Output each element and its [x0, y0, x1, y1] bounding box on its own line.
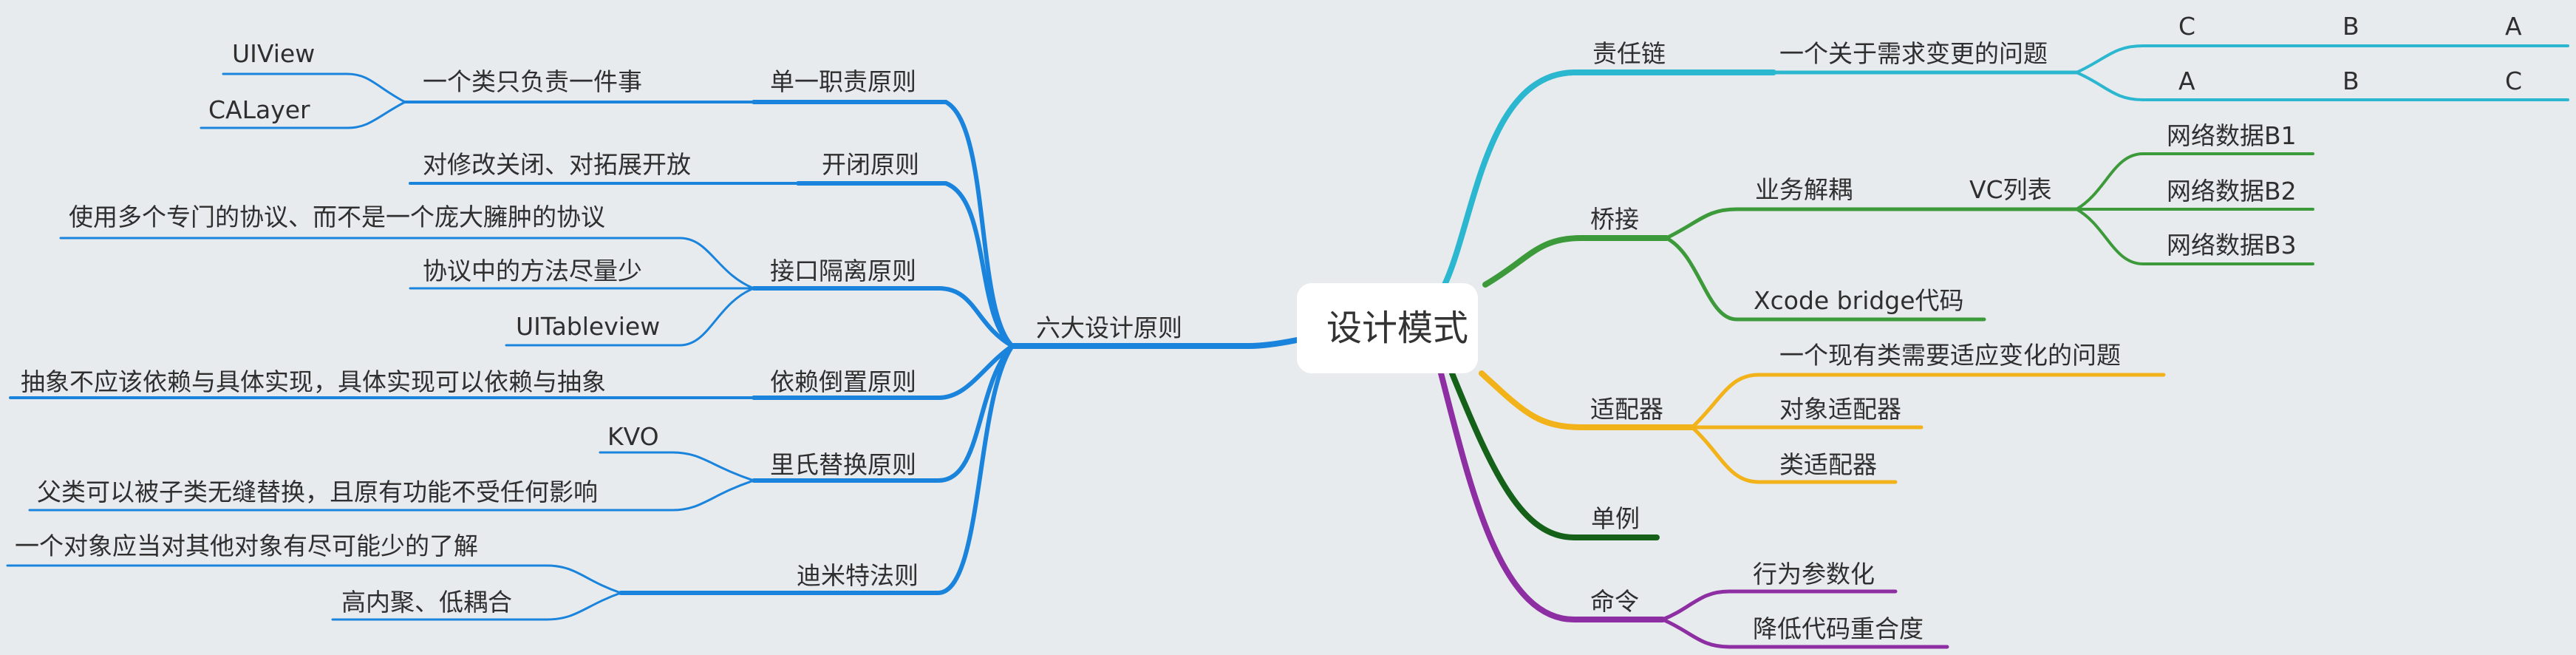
- node-calayer[interactable]: CALayer: [208, 95, 310, 124]
- branch-adapter: 适配器 一个现有类需要适应变化的问题 对象适配器 类适配器: [1479, 341, 2166, 484]
- node-command-dedupe[interactable]: 降低代码重合度: [1753, 614, 1924, 643]
- node-desc-open-closed[interactable]: 对修改关闭、对拓展开放: [423, 150, 691, 179]
- node-bridge-data-1[interactable]: 网络数据B1: [2167, 121, 2297, 150]
- node-desc-single[interactable]: 一个类只负责一件事: [423, 67, 642, 96]
- edge-to-adapter-class: [1690, 425, 1898, 484]
- edge-to-demeter-item-2: [331, 591, 622, 621]
- root-label: 设计模式: [1326, 308, 1468, 349]
- node-desc-dependency[interactable]: 抽象不应该依赖与具体实现，具体实现可以依赖与抽象: [21, 367, 606, 396]
- node-chain-row-2-a[interactable]: A: [2178, 67, 2195, 95]
- node-liskov[interactable]: 里氏替换原则: [770, 450, 916, 479]
- edge-to-adapter-problem: [1690, 373, 2166, 430]
- edge-to-uiview: [222, 72, 406, 103]
- node-command[interactable]: 命令: [1590, 587, 1639, 616]
- edge-root-to-adapter: [1479, 370, 1695, 430]
- node-bridge-xcode[interactable]: Xcode bridge代码: [1754, 286, 1964, 315]
- node-bridge-vc[interactable]: VC列表: [1969, 175, 2052, 204]
- node-bridge-data-3[interactable]: 网络数据B3: [2167, 231, 2297, 259]
- node-dependency-inversion[interactable]: 依赖倒置原则: [770, 367, 916, 396]
- node-chain-row-2-c[interactable]: C: [2505, 67, 2522, 95]
- edge-to-demeter-item-1: [6, 564, 622, 594]
- branch-six-principles: 六大设计原则 单一职责原则 一个类只负责一件事 UIView CALayer 开…: [6, 39, 1300, 621]
- node-bridge-decouple[interactable]: 业务解耦: [1755, 175, 1853, 204]
- edge-to-calayer: [200, 101, 406, 129]
- node-kvo[interactable]: KVO: [607, 422, 659, 451]
- node-demeter-item-1[interactable]: 一个对象应当对其他对象有尽可能少的了解: [15, 532, 478, 560]
- node-isp-item-1[interactable]: 使用多个专门的协议、而不是一个庞大臃肿的协议: [69, 203, 605, 231]
- branch-chain-of-responsibility: 责任链 一个关于需求变更的问题 C B A A B C: [1442, 12, 2569, 288]
- node-open-closed[interactable]: 开闭原则: [822, 150, 919, 179]
- edge-to-interface-segregation: [752, 286, 1015, 348]
- edge-to-liskov: [752, 344, 1015, 483]
- edge-to-single-responsibility: [752, 100, 1015, 348]
- edge-to-demeter: [619, 344, 1015, 595]
- node-demeter[interactable]: 迪米特法则: [797, 561, 919, 590]
- node-command-param[interactable]: 行为参数化: [1753, 560, 1875, 588]
- node-chain[interactable]: 责任链: [1592, 39, 1666, 68]
- node-bridge-data-2[interactable]: 网络数据B2: [2167, 177, 2297, 206]
- node-six-principles[interactable]: 六大设计原则: [1036, 313, 1182, 342]
- edge-to-bridge-data-1: [2075, 152, 2314, 211]
- node-chain-row-1-b[interactable]: B: [2342, 12, 2359, 41]
- node-adapter-problem[interactable]: 一个现有类需要适应变化的问题: [1779, 341, 2121, 370]
- node-interface-segregation[interactable]: 接口隔离原则: [770, 257, 916, 285]
- edge-root-to-principles: [1009, 337, 1300, 349]
- node-chain-problem[interactable]: 一个关于需求变更的问题: [1779, 39, 2048, 68]
- node-adapter-class[interactable]: 类适配器: [1779, 450, 1877, 479]
- node-isp-item-2[interactable]: 协议中的方法尽量少: [423, 257, 642, 285]
- edge-root-to-command: [1438, 370, 1666, 622]
- edge-root-to-singleton: [1449, 370, 1660, 540]
- root-box: [1297, 283, 1478, 373]
- branch-singleton: 单例: [1449, 370, 1660, 540]
- node-chain-row-2-b[interactable]: B: [2342, 67, 2359, 95]
- branch-bridge: 桥接 业务解耦 VC列表 网络数据B1 网络数据B2 网络数据B3 Xcode …: [1482, 121, 2314, 322]
- edge-to-bridge-data-3: [2075, 208, 2314, 265]
- node-uiview[interactable]: UIView: [232, 39, 315, 68]
- root-node[interactable]: 设计模式: [1297, 283, 1478, 373]
- node-bridge[interactable]: 桥接: [1590, 205, 1639, 234]
- node-singleton[interactable]: 单例: [1591, 504, 1640, 533]
- edge-root-to-chain: [1442, 69, 1776, 288]
- edge-to-liskov-desc: [28, 479, 755, 512]
- edge-to-chain-row-1: [2075, 44, 2569, 74]
- edge-to-command-dedupe: [1660, 617, 1949, 649]
- edge-to-command-param: [1660, 589, 1898, 622]
- edge-to-chain-row-2: [2075, 71, 2569, 101]
- node-liskov-desc[interactable]: 父类可以被子类无缝替换，且原有功能不受任何影响: [37, 478, 598, 506]
- node-single-responsibility[interactable]: 单一职责原则: [770, 67, 916, 96]
- edge-to-dependency-inversion: [752, 344, 1015, 400]
- node-chain-row-1-a[interactable]: A: [2505, 12, 2522, 41]
- edge-to-bridge-xcode: [1664, 236, 1986, 322]
- node-adapter[interactable]: 适配器: [1590, 395, 1663, 424]
- edge-to-isp-item-1: [59, 237, 755, 290]
- edge-to-isp-item-3: [505, 287, 755, 347]
- node-isp-item-3[interactable]: UITableview: [516, 312, 660, 341]
- edge-root-to-bridge: [1482, 235, 1669, 288]
- node-adapter-object[interactable]: 对象适配器: [1779, 395, 1901, 424]
- branch-command: 命令 行为参数化 降低代码重合度: [1438, 370, 1949, 649]
- node-demeter-item-2[interactable]: 高内聚、低耦合: [341, 588, 512, 617]
- node-chain-row-1-c[interactable]: C: [2178, 12, 2195, 41]
- edge-to-open-closed: [796, 181, 1015, 348]
- edge-to-kvo: [599, 451, 755, 482]
- edge-to-bridge-decouple: [1664, 207, 2079, 240]
